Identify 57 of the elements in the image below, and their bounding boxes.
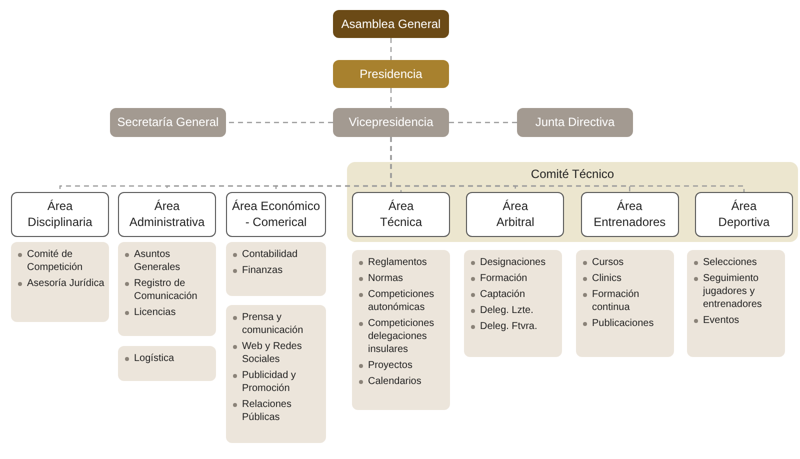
list-item: Proyectos — [368, 359, 412, 372]
connector-line — [390, 88, 392, 108]
org-box: Junta Directiva — [517, 108, 633, 137]
committee-band — [347, 162, 798, 242]
connector-line — [390, 38, 392, 60]
list-item: Competiciones delegaciones insulares — [368, 317, 436, 356]
list-item: Publicidad y Promoción — [242, 369, 297, 395]
task-list-card — [226, 305, 326, 443]
list-item: Relaciones Públicas — [242, 398, 292, 424]
org-box: Presidencia — [333, 60, 449, 88]
list-item: Selecciones — [703, 256, 757, 269]
area-box: Área Administrativa — [118, 192, 216, 237]
area-box: Área Arbitral — [466, 192, 564, 237]
task-list-card — [11, 242, 109, 322]
org-box: Asamblea General — [333, 10, 449, 38]
list-item: Competiciones autonómicas — [368, 288, 436, 314]
task-list-card — [226, 242, 326, 296]
list-item: Designaciones — [480, 256, 546, 269]
list-item: Captación — [480, 288, 526, 301]
list-item: Contabilidad — [242, 248, 298, 261]
task-list-card — [464, 250, 562, 357]
list-item: Comité de Competición — [27, 248, 84, 274]
list-item: Asesoría Jurídica — [27, 277, 104, 290]
list-item: Normas — [368, 272, 404, 285]
connector-line — [226, 122, 333, 124]
area-box: Área Disciplinaria — [11, 192, 109, 237]
list-item: Registro de Comunicación — [134, 277, 198, 303]
list-item: Seguimiento jugadores y entrenadores — [703, 272, 763, 311]
list-item: Formación — [480, 272, 528, 285]
list-item: Formación continua — [592, 288, 640, 314]
list-item: Finanzas — [242, 264, 283, 277]
area-box: Área Técnica — [352, 192, 450, 237]
area-box: Área Entrenadores — [580, 192, 679, 237]
org-box: Vicepresidencia — [333, 108, 449, 137]
task-list-card — [352, 250, 450, 410]
list-item: Eventos — [703, 314, 740, 327]
task-list-card — [687, 250, 785, 357]
list-item: Logística — [134, 352, 174, 365]
list-item: Web y Redes Sociales — [242, 340, 303, 366]
band-title: Comité Técnico — [530, 166, 616, 182]
list-item: Deleg. Lzte. — [480, 304, 534, 317]
list-item: Licencias — [134, 306, 176, 319]
list-item: Deleg. Ftvra. — [480, 320, 538, 333]
list-item: Calendarios — [368, 375, 422, 388]
list-item: Publicaciones — [592, 317, 654, 330]
task-list-card — [118, 242, 216, 336]
org-box: Secretaría General — [110, 108, 226, 137]
task-list-card — [576, 250, 674, 357]
list-item: Cursos — [592, 256, 624, 269]
list-item: Reglamentos — [368, 256, 427, 269]
list-item: Prensa y comunicación — [242, 311, 304, 337]
task-list-card — [118, 346, 216, 381]
list-item: Clinics — [592, 272, 622, 285]
connector-line — [449, 122, 517, 124]
area-box: Área Deportiva — [694, 192, 793, 237]
list-item: Asuntos Generales — [134, 248, 182, 274]
area-box: Área Económico - Comerical — [226, 192, 326, 237]
